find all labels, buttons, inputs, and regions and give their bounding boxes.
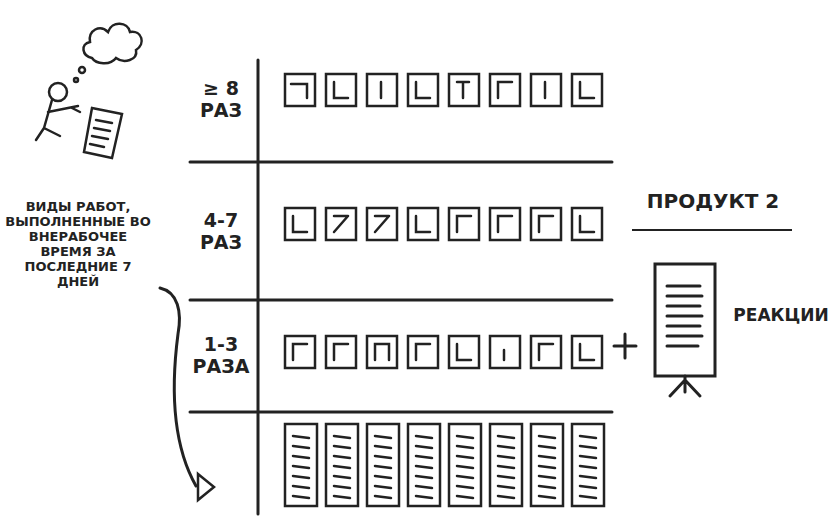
work-icon [367,336,397,368]
icon-mark [416,216,430,232]
row-label: 4-7 РАЗ [188,210,254,254]
work-icon [572,336,602,368]
work-icon [285,336,315,368]
row-label: ≥ 8 РАЗ [188,78,254,122]
reaction-sheet [531,424,563,506]
work-icon [285,74,315,106]
work-icons [285,74,604,506]
reaction-sheet [572,424,604,506]
heading-underline [632,229,792,231]
table-grid [190,60,612,514]
icon-mark [416,82,430,98]
icon-mark [334,344,348,360]
flipchart-icon [655,264,715,396]
icon-mark [291,84,307,98]
sheet-lines [293,436,309,498]
product-heading: ПРОДУКТ 2 [628,190,798,213]
work-icon [572,74,602,106]
sheet-lines [457,436,473,498]
sheet-lines [539,436,555,498]
thinking-person [36,24,142,158]
work-icon [367,208,397,240]
icon-mark [498,82,512,98]
work-icon [408,208,438,240]
work-icon [449,74,479,106]
icon-mark [457,216,471,232]
icon-mark [580,344,594,360]
sheet-lines [416,436,432,498]
reaction-sheet [449,424,481,506]
icon-mark [457,82,469,98]
work-icon [449,336,479,368]
reaction-sheet [490,424,522,506]
work-icon [531,208,561,240]
bracket-arrow [160,288,214,500]
sheet-lines [498,436,514,498]
work-icon [285,208,315,240]
work-icon [326,336,356,368]
plus-sign [614,334,636,358]
icon-mark [539,344,553,360]
icon-mark [503,350,506,360]
icon-mark [293,216,307,232]
row-label: 1-3 РАЗА [188,334,254,378]
reaction-sheet [326,424,358,506]
work-icon [490,74,520,106]
work-icon [490,208,520,240]
icon-mark [580,82,594,98]
work-icon [449,208,479,240]
work-icon [490,336,520,368]
reaction-sheet [367,424,399,506]
icon-mark [334,216,348,232]
icon-mark [293,344,307,360]
icon-mark [375,344,389,360]
work-icon [326,74,356,106]
reactions-label: РЕАКЦИИ [732,306,830,326]
icon-mark [539,216,553,232]
work-icon [572,208,602,240]
icon-mark [375,216,389,232]
icon-mark [334,82,348,98]
work-icon [367,74,397,106]
reaction-sheet [285,424,317,506]
sheet-lines [580,436,596,498]
work-icon [326,208,356,240]
side-note: ВИДЫ РАБОТ, ВЫПОЛНЕННЫЕ ВО ВНЕРАБОЧЕЕ ВР… [2,200,154,290]
work-icon [531,74,561,106]
icon-mark [380,82,383,98]
work-icon [408,74,438,106]
work-icon [531,336,561,368]
icon-mark [416,344,430,360]
icon-mark [498,216,512,232]
work-icon [408,336,438,368]
sheet-lines [375,436,391,498]
icon-mark [457,344,471,360]
icon-mark [580,216,594,232]
sheet-lines [334,436,350,498]
icon-mark [544,82,547,98]
reaction-sheet [408,424,440,506]
